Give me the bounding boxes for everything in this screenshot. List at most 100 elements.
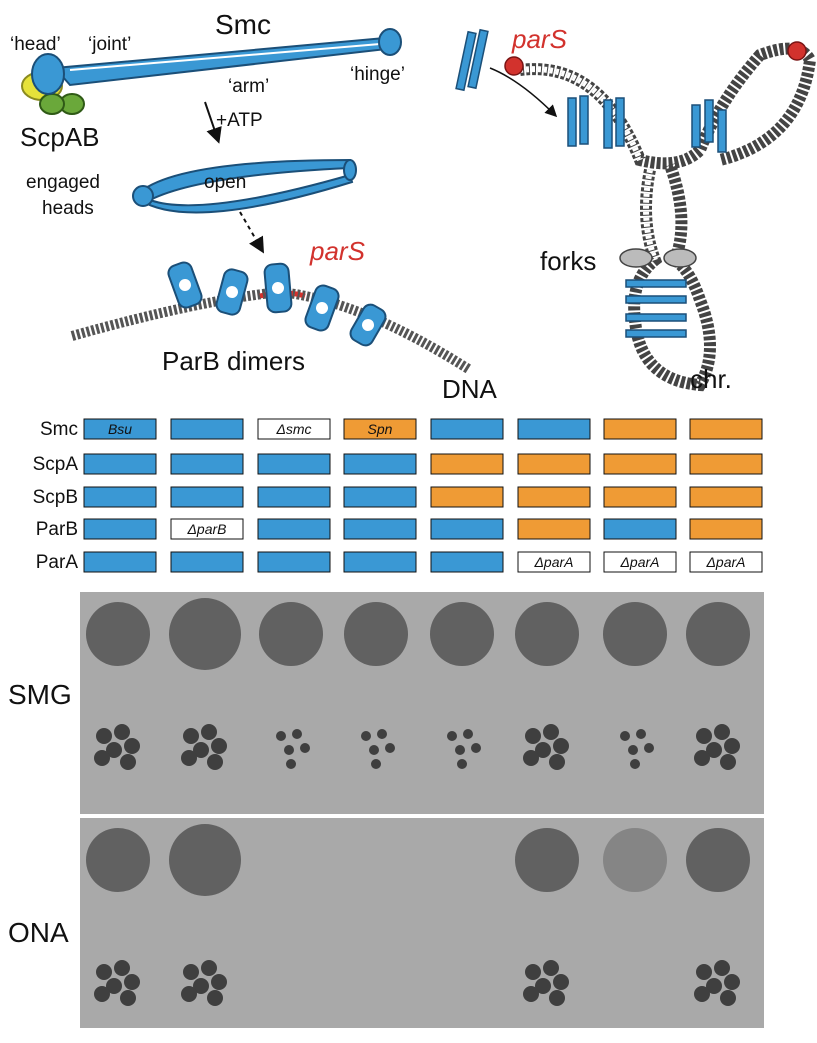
colony-smg-6-4 <box>553 738 569 754</box>
colony-ona-1-4 <box>124 974 140 990</box>
cell-text-smc-3: Δsmc <box>275 421 311 437</box>
colony-ona-1-2 <box>114 960 130 976</box>
plate-label-ona: ONA <box>8 917 69 948</box>
cell-scpa-2 <box>170 453 244 475</box>
colony-smg-7-2 <box>636 729 646 739</box>
colony-smg-1-6 <box>120 754 136 770</box>
cell-text-parb-2: ΔparB <box>187 521 227 537</box>
cell-smc-8 <box>689 418 763 440</box>
cell-parb-8 <box>689 518 763 540</box>
cell-para-8 <box>689 551 763 573</box>
chr-label: chr. <box>690 364 732 394</box>
cell-parb-7 <box>603 518 677 540</box>
colony-smg-2-4 <box>211 738 227 754</box>
pars-origin-left <box>504 56 524 76</box>
colony-smg-5-1 <box>447 731 457 741</box>
colony-smg-3-2 <box>292 729 302 739</box>
colony-ona-2-3 <box>193 978 209 994</box>
colony-smg-4-5 <box>371 759 381 769</box>
spot-smg-6 <box>515 602 579 666</box>
colony-ona-2-4 <box>211 974 227 990</box>
spot-smg-3 <box>259 602 323 666</box>
cell-parb-4 <box>343 518 417 540</box>
cell-parb-3 <box>257 518 331 540</box>
cell-scpa-7 <box>603 453 677 475</box>
spot-smg-2 <box>169 598 241 670</box>
chromosome-schematic <box>455 28 817 392</box>
joint-label: ‘joint’ <box>88 34 131 55</box>
spot-ona-8 <box>686 828 750 892</box>
colony-smg-2-1 <box>183 728 199 744</box>
cell-scpa-1 <box>83 453 157 475</box>
plate-label-smg: SMG <box>8 679 72 710</box>
cell-parb-2 <box>170 518 244 540</box>
cell-scpa-8 <box>689 453 763 475</box>
cell-para-4 <box>343 551 417 573</box>
colony-smg-6-6 <box>549 754 565 770</box>
pars-label: parS <box>309 236 366 266</box>
colony-ona-8-4 <box>724 974 740 990</box>
spot-ona-1 <box>86 828 150 892</box>
colony-smg-2-3 <box>193 742 209 758</box>
row-label-scpb: ScpB <box>33 487 78 508</box>
colony-ona-6-5 <box>523 986 539 1002</box>
cell-smc-7 <box>603 418 677 440</box>
colony-smg-8-5 <box>694 750 710 766</box>
colony-smg-7-3 <box>628 745 638 755</box>
cell-scpb-2 <box>170 486 244 508</box>
spot-ona-7 <box>603 828 667 892</box>
cell-scpb-1 <box>83 486 157 508</box>
colony-smg-2-6 <box>207 754 223 770</box>
spot-ona-6 <box>515 828 579 892</box>
cell-scpa-4 <box>343 453 417 475</box>
colony-ona-2-6 <box>207 990 223 1006</box>
colony-ona-2-1 <box>183 964 199 980</box>
colony-ona-1-6 <box>120 990 136 1006</box>
cell-smc-3 <box>257 418 331 440</box>
row-label-para: ParA <box>36 552 79 573</box>
colony-smg-3-3 <box>284 745 294 755</box>
colony-smg-4-1 <box>361 731 371 741</box>
cell-parb-5 <box>430 518 504 540</box>
colony-smg-4-2 <box>377 729 387 739</box>
fork-left <box>619 248 653 268</box>
cell-smc-1 <box>83 418 157 440</box>
cell-smc-4 <box>343 418 417 440</box>
colony-smg-6-3 <box>535 742 551 758</box>
loading-arrow <box>239 211 265 254</box>
smc-label: Smc <box>215 9 271 40</box>
colony-smg-5-5 <box>457 759 467 769</box>
colony-smg-6-2 <box>543 724 559 740</box>
colony-ona-2-5 <box>181 986 197 1002</box>
colony-smg-8-4 <box>724 738 740 754</box>
cell-smc-2 <box>170 418 244 440</box>
colony-ona-6-6 <box>549 990 565 1006</box>
cell-scpa-3 <box>257 453 331 475</box>
row-label-scpa: ScpA <box>33 454 79 475</box>
smc-schematic <box>21 28 402 115</box>
colony-ona-6-2 <box>543 960 559 976</box>
fork-right <box>663 248 697 268</box>
hinge-label: ‘hinge’ <box>350 64 405 85</box>
cell-para-6 <box>517 551 591 573</box>
colony-ona-8-2 <box>714 960 730 976</box>
pars-label-right: parS <box>511 24 568 54</box>
cell-scpb-7 <box>603 486 677 508</box>
cell-para-2 <box>170 551 244 573</box>
cell-scpb-3 <box>257 486 331 508</box>
colony-ona-1-3 <box>106 978 122 994</box>
open-label: open <box>204 172 246 193</box>
colony-smg-1-5 <box>94 750 110 766</box>
cell-text-smc-4: Spn <box>368 421 393 437</box>
colony-smg-6-5 <box>523 750 539 766</box>
cell-text-para-6: ΔparA <box>534 554 574 570</box>
colony-ona-1-1 <box>96 964 112 980</box>
pars-origin-right <box>787 41 807 61</box>
colony-ona-2-2 <box>201 960 217 976</box>
colony-smg-8-6 <box>720 754 736 770</box>
plates: SMG ONA <box>8 592 764 1028</box>
cell-para-7 <box>603 551 677 573</box>
head-shape <box>31 53 65 95</box>
colony-smg-6-1 <box>525 728 541 744</box>
